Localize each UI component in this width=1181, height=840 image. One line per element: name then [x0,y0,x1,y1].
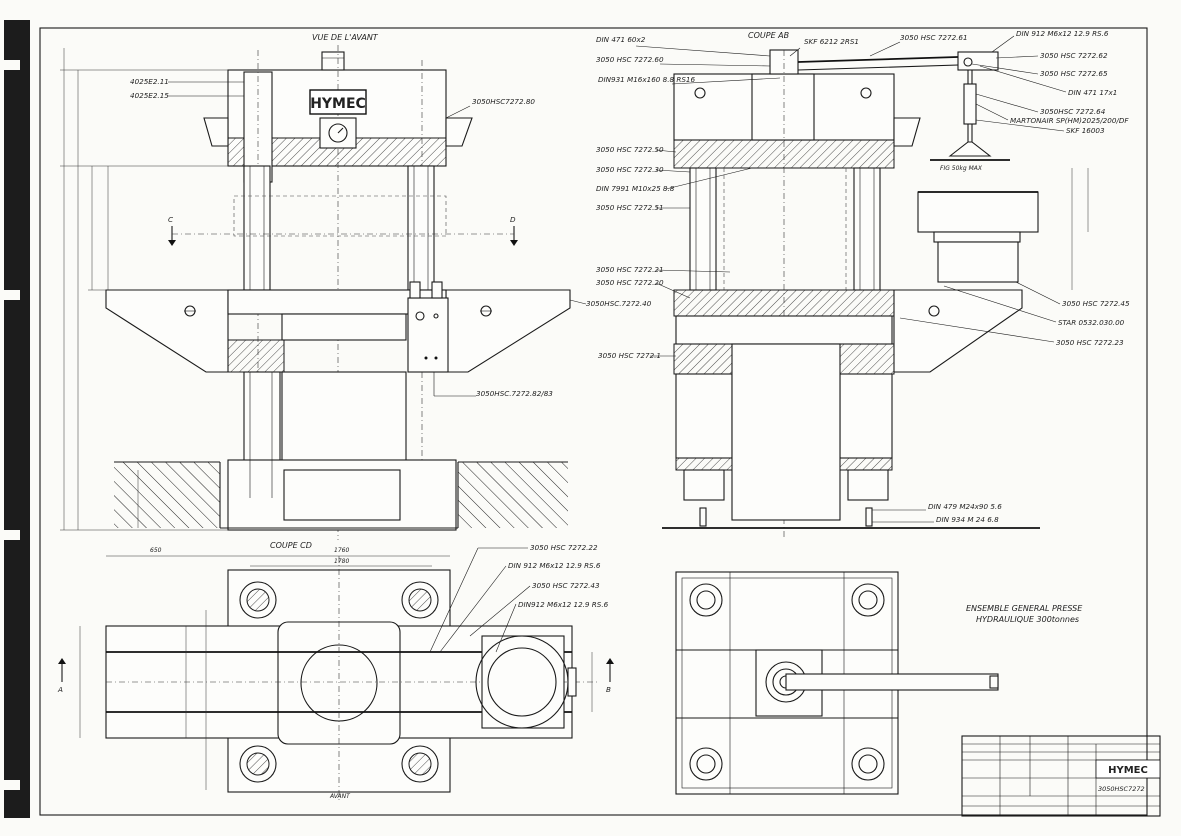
ab-l2: SKF 6212 2RS1 [804,37,859,46]
ab-l17: 3050 HSC 7272.21 [596,265,664,274]
front-view-title: VUE DE L'AVANT [312,33,379,42]
assembly-title-line2: HYDRAULIQUE 300tonnes [976,615,1079,624]
ab-l13: 3050 HSC 7272.50 [596,145,664,154]
ab-l5: 3050 HSC 7272.60 [596,55,664,64]
ab-l23: DIN 479 M24x90 5.6 [928,502,1002,511]
ab-l12: SKF 16003 [1066,126,1105,135]
ab-l6: DIN931 M16x160 8.8 RS16 [598,75,695,84]
marker-d: D [510,215,516,224]
dim-d3: 1780 [334,558,349,565]
ab-l20: 3050 HSC 7272.45 [1062,299,1130,308]
ab-l11: MARTONAIR SP(HM)2025/200/DF [1010,116,1129,125]
front-ref4: 3050HSC.7272.40 [586,299,652,308]
ab-l19: 3050 HSC 7272.1 [598,351,661,360]
ab-l10: 3050HSC 7272.64 [1040,107,1106,116]
cd-l3: 3050 HSC 7272.43 [532,581,600,590]
ab-l1: DIN 471 60x2 [596,35,646,44]
front-ref5: 3050HSC.7272.82/83 [476,389,553,398]
cd-l2: DIN 912 M6x12 12.9 RS.6 [508,561,601,570]
binder-strip [4,20,30,818]
title-block-brand: HYMEC [1108,765,1148,776]
section-ab: COUPE AB FIG 50kg MAX [596,29,1130,540]
assembly-title-line1: ENSEMBLE GENERAL PRESSE [966,604,1083,613]
cd-l4: DIN912 M6x12 12.9 RS.6 [518,600,609,609]
ab-l22: 3050 HSC 7272.23 [1056,338,1124,347]
front-brand-label: HYMEC [310,96,366,112]
ab-l4: DIN 912 M6x12 12.9 RS.6 [1016,29,1109,38]
front-ref1: 4025E2.11 [130,77,169,86]
bottom-label: AVANT [329,793,351,800]
title-block: HYMEC 3050HSC7272 [961,735,1161,817]
ab-l7: 3050 HSC 7272.62 [1040,51,1108,60]
label-block: FIG 50kg MAX [940,165,983,172]
assembly-title: ENSEMBLE GENERAL PRESSE HYDRAULIQUE 300t… [966,604,1083,624]
marker-b: B [606,685,611,694]
section-cd: COUPE CD 650 1760 1780 AVANT A [57,541,614,800]
ab-l18: 3050 HSC 7272.20 [596,278,664,287]
ab-l15: DIN 7991 M10x25 8.8 [596,184,675,193]
cd-l1: 3050 HSC 7272.22 [530,543,598,552]
dim-d2: 1760 [334,547,349,554]
front-view: VUE DE L'AVANT HYMEC [60,33,652,540]
ab-l21: STAR 0532.030.00 [1058,318,1125,327]
dim-d1: 650 [150,547,162,554]
pressure-gauge-icon [328,123,348,143]
ab-l3: 3050 HSC 7272.61 [900,33,968,42]
marker-c: C [168,215,173,224]
section-ab-title: COUPE AB [748,31,789,40]
ab-l24: DIN 934 M 24 6.8 [936,515,999,524]
front-ref2: 4025E2.15 [130,91,169,100]
ab-l8: 3050 HSC 7272.65 [1040,69,1108,78]
ab-l16: 3050 HSC 7272.51 [596,203,664,212]
sheet-border [39,27,1148,816]
ab-l9: DIN 471 17x1 [1068,88,1117,97]
title-block-number: 3050HSC7272 [1098,785,1145,793]
section-cd-title: COUPE CD [270,541,312,550]
front-ref3: 3050HSC7272.80 [472,97,535,106]
ab-l14: 3050 HSC 7272.30 [596,165,664,174]
marker-a: A [57,685,63,694]
plan-view [675,571,999,795]
